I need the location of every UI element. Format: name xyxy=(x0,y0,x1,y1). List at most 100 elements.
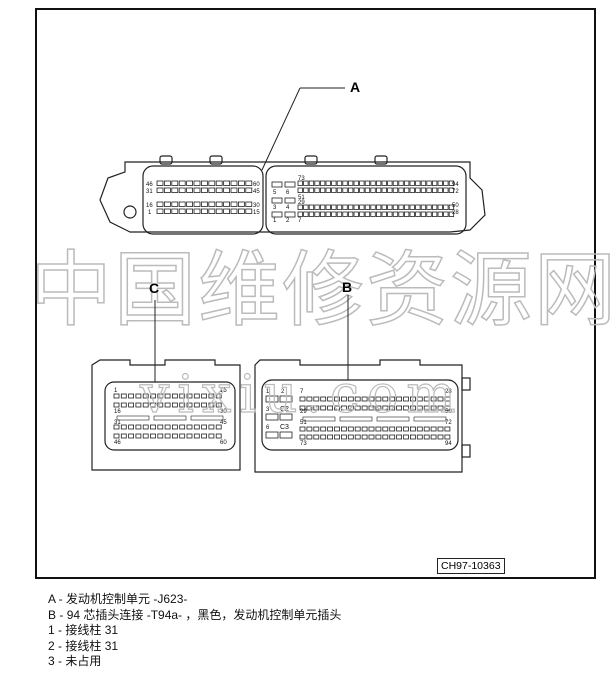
pin xyxy=(303,180,309,186)
pin xyxy=(215,201,223,207)
pin-number: 73 xyxy=(298,176,305,182)
pin xyxy=(426,204,432,210)
callout-c: C xyxy=(149,280,159,296)
pin xyxy=(265,413,279,421)
pin xyxy=(223,187,231,193)
pin xyxy=(325,204,331,210)
pin xyxy=(325,187,331,193)
pin xyxy=(368,405,375,411)
pin xyxy=(359,211,365,217)
pin xyxy=(313,426,320,432)
pin xyxy=(392,204,399,210)
pin xyxy=(398,211,404,217)
pin xyxy=(331,180,337,186)
pin-number: 29 xyxy=(298,200,305,206)
pin xyxy=(193,180,201,186)
pin xyxy=(342,180,348,186)
pin xyxy=(230,187,238,193)
pin xyxy=(320,396,327,402)
pin xyxy=(299,396,306,402)
pin xyxy=(403,426,409,432)
pin-number: 16 xyxy=(114,409,121,415)
pin xyxy=(437,204,443,210)
pin xyxy=(409,204,415,210)
pin xyxy=(297,180,303,186)
pin-number: 6 xyxy=(286,190,290,196)
pin xyxy=(320,434,327,440)
pin-number: 46 xyxy=(146,182,153,188)
pin xyxy=(416,405,423,411)
pin xyxy=(415,180,421,186)
pin xyxy=(271,197,283,204)
pin xyxy=(128,433,135,439)
pin xyxy=(437,211,443,217)
pin-number: 7 xyxy=(298,218,302,224)
pin xyxy=(340,426,347,432)
pin-number: 72 xyxy=(445,420,452,426)
pin xyxy=(403,204,410,210)
pin xyxy=(340,405,347,411)
pin xyxy=(215,402,222,408)
pin xyxy=(171,424,178,430)
slot xyxy=(190,415,224,421)
pin xyxy=(415,211,421,217)
pin-number: 31 xyxy=(114,420,121,426)
pin-number: 51 xyxy=(300,420,307,426)
pin-number: 94 xyxy=(445,441,452,447)
pin xyxy=(164,393,171,399)
pin xyxy=(142,402,149,408)
pin xyxy=(375,211,382,217)
pin xyxy=(186,201,194,207)
pin xyxy=(150,433,156,439)
pin xyxy=(306,405,313,411)
slot xyxy=(376,416,410,422)
pin xyxy=(193,424,200,430)
pin xyxy=(319,180,326,186)
pin xyxy=(403,180,410,186)
pin xyxy=(375,426,382,432)
pin xyxy=(200,201,208,207)
pin xyxy=(370,211,376,217)
pin xyxy=(364,180,371,186)
slot xyxy=(302,416,336,422)
pin xyxy=(409,434,416,440)
pin-number: 29 xyxy=(300,409,307,415)
pin xyxy=(364,187,371,193)
pin xyxy=(392,180,399,186)
pin xyxy=(331,204,337,210)
pin xyxy=(448,211,455,217)
pin xyxy=(171,402,178,408)
pin xyxy=(186,208,194,214)
pin-number: 4 xyxy=(286,205,290,211)
pin xyxy=(347,434,354,440)
pin xyxy=(313,405,320,411)
pin xyxy=(215,433,222,439)
pin xyxy=(306,396,313,402)
pin xyxy=(387,180,393,186)
pin xyxy=(135,393,142,399)
pin xyxy=(426,211,432,217)
pin xyxy=(423,396,430,402)
pin xyxy=(370,180,376,186)
pin xyxy=(135,402,142,408)
pin xyxy=(409,187,415,193)
pin xyxy=(416,434,423,440)
pin xyxy=(245,208,253,214)
pin xyxy=(370,187,376,193)
pin xyxy=(431,180,438,186)
pin-number: 50 xyxy=(452,203,459,209)
pin xyxy=(171,208,179,214)
pin xyxy=(353,211,359,217)
pin xyxy=(178,187,186,193)
pin xyxy=(382,426,389,432)
pin xyxy=(306,426,313,432)
pin xyxy=(430,396,437,402)
pin xyxy=(157,433,164,439)
pin-number: 1 xyxy=(273,218,277,224)
pin xyxy=(396,434,403,440)
pin xyxy=(361,405,368,411)
pin xyxy=(327,426,334,432)
pin xyxy=(327,434,334,440)
